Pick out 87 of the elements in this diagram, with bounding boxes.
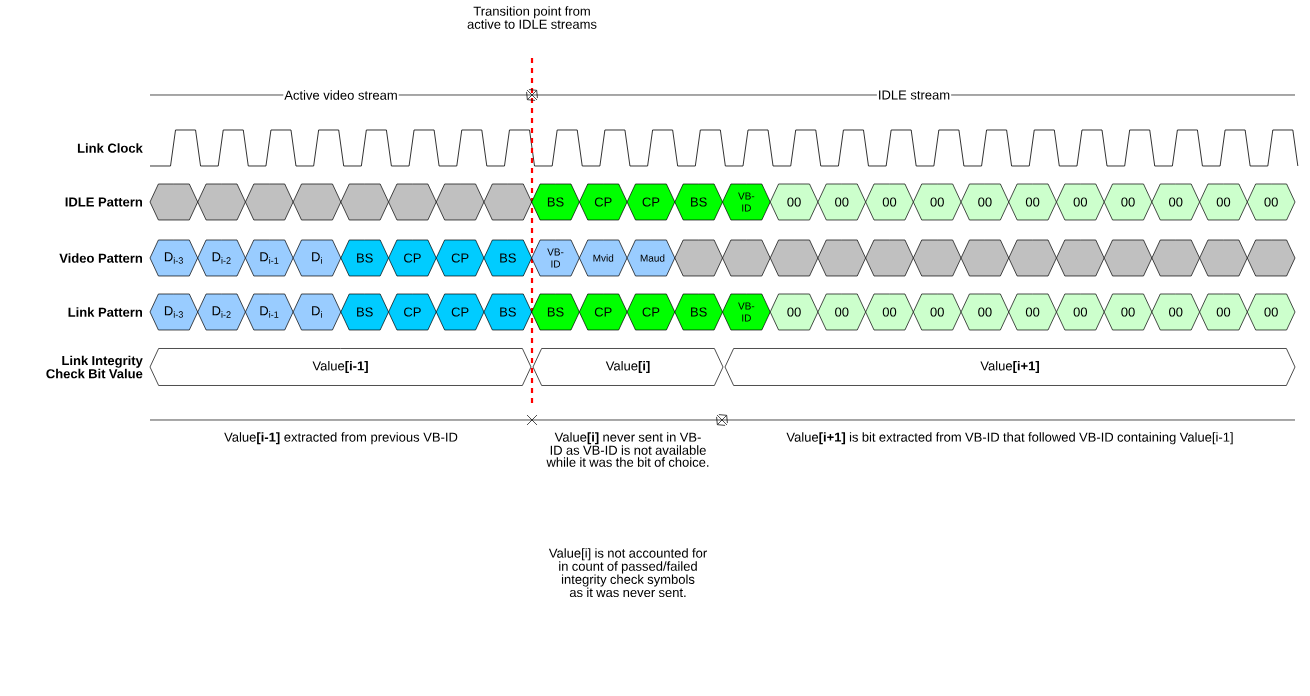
symbol-cell (769, 239, 819, 277)
symbol-cell: 00 (1008, 293, 1057, 331)
symbol-cell: CP (626, 293, 676, 331)
symbol-cell: CP (626, 183, 676, 221)
symbol-cell: VB-ID (722, 183, 771, 221)
annotation-text: Transition point from active to IDLE streams (467, 6, 597, 29)
symbol-cell (674, 239, 723, 277)
symbol-cell: 00 (1246, 183, 1296, 221)
row-label: Link Clock (77, 143, 143, 153)
symbol-cell: D$_{i}$ (292, 293, 342, 331)
symbol-cell: BS (340, 293, 389, 331)
symbol-cell (722, 239, 771, 277)
symbol-cell: D$_{i-3}$ (149, 239, 199, 277)
symbol-cell: Maud (626, 239, 676, 277)
symbol-cell: VB-ID (722, 293, 771, 331)
symbol-cell (435, 183, 485, 221)
symbol-cell: VB-ID (531, 239, 580, 277)
symbol-cell: 00 (1151, 183, 1200, 221)
row-label: Video Pattern (59, 253, 142, 263)
symbol-cell: 00 (913, 293, 962, 331)
symbol-cell: 00 (1008, 183, 1057, 221)
symbol-cell: BS (340, 239, 389, 277)
symbol-cell (1008, 239, 1057, 277)
symbol-cell: 00 (1246, 293, 1296, 331)
symbol-cell: CP (435, 293, 485, 331)
symbol-cell: BS (674, 293, 723, 331)
symbol-cell: BS (674, 183, 723, 221)
symbol-cell: D$_{i-2}$ (197, 239, 246, 277)
symbol-cell: 00 (1103, 183, 1153, 221)
symbol-cell: CP (388, 239, 437, 277)
symbol-cell: 00 (1151, 293, 1200, 331)
symbol-cell (197, 183, 246, 221)
symbol-cell: 00 (960, 293, 1010, 331)
row-label: IDLE Pattern (65, 197, 142, 207)
symbol-cell (960, 239, 1010, 277)
symbol-cell: CP (435, 239, 485, 277)
note-text: Value[i] is not accounted for in count of passed/failed integrity check symbols as it was never sent. (548, 548, 707, 598)
symbol-cell: 00 (769, 183, 819, 221)
symbol-cell: 00 (817, 293, 866, 331)
symbol-cell (245, 183, 294, 221)
symbol-cell: 00 (817, 183, 866, 221)
symbol-cell: BS (483, 293, 532, 331)
symbol-cell (340, 183, 389, 221)
symbol-cell: BS (483, 239, 532, 277)
symbol-cell: 00 (865, 183, 914, 221)
value-segment: Value[i+1] (724, 348, 1296, 386)
symbol-cell: 00 (865, 293, 914, 331)
symbol-cell: BS (531, 183, 580, 221)
symbol-cell (292, 183, 342, 221)
symbol-cell (1056, 239, 1105, 277)
symbol-cell: D$_{i-1}$ (245, 239, 294, 277)
span-label: IDLE stream (876, 89, 952, 101)
symbol-cell (913, 239, 962, 277)
symbol-cell: Mvid (579, 239, 628, 277)
symbol-cell: 00 (1199, 293, 1248, 331)
symbol-cell (1151, 239, 1200, 277)
symbol-cell: 00 (1056, 183, 1105, 221)
symbol-cell: D$_{i-2}$ (197, 293, 246, 331)
symbol-cell: D$_{i-3}$ (149, 293, 199, 331)
symbol-cell: D$_{i}$ (292, 239, 342, 277)
symbol-cell: CP (579, 183, 628, 221)
symbol-cell: 00 (1199, 183, 1248, 221)
symbol-cell: 00 (1103, 293, 1153, 331)
symbol-cell (817, 239, 866, 277)
symbol-cell (149, 183, 199, 221)
symbol-cell: CP (579, 293, 628, 331)
note-text: Value[i] never sent in VB-ID as VB-ID is not available while it was the bit of choice. (546, 432, 709, 467)
symbol-cell (1103, 239, 1153, 277)
note-text: Value[i-1] extracted from previous VB-ID (224, 432, 458, 445)
symbol-cell (865, 239, 914, 277)
span-label: Active video stream (283, 89, 399, 101)
symbol-cell: 00 (913, 183, 962, 221)
value-segment: Value[i-1] (149, 348, 532, 386)
symbol-cell: CP (388, 293, 437, 331)
note-text: Value[i+1] is bit extracted from VB-ID that followed VB-ID containing Value[i-1] (786, 432, 1233, 445)
symbol-cell: D$_{i-1}$ (245, 293, 294, 331)
symbol-cell: 00 (960, 183, 1010, 221)
symbol-cell (1246, 239, 1296, 277)
row-label: Link Pattern (68, 307, 142, 317)
symbol-cell: 00 (1056, 293, 1105, 331)
value-segment: Value[i] (532, 348, 724, 386)
symbol-cell (388, 183, 437, 221)
row-label: Link Integrity Check Bit Value (46, 355, 143, 379)
symbol-cell: BS (531, 293, 580, 331)
symbol-cell: 00 (769, 293, 819, 331)
symbol-cell (1199, 239, 1248, 277)
symbol-cell (483, 183, 532, 221)
